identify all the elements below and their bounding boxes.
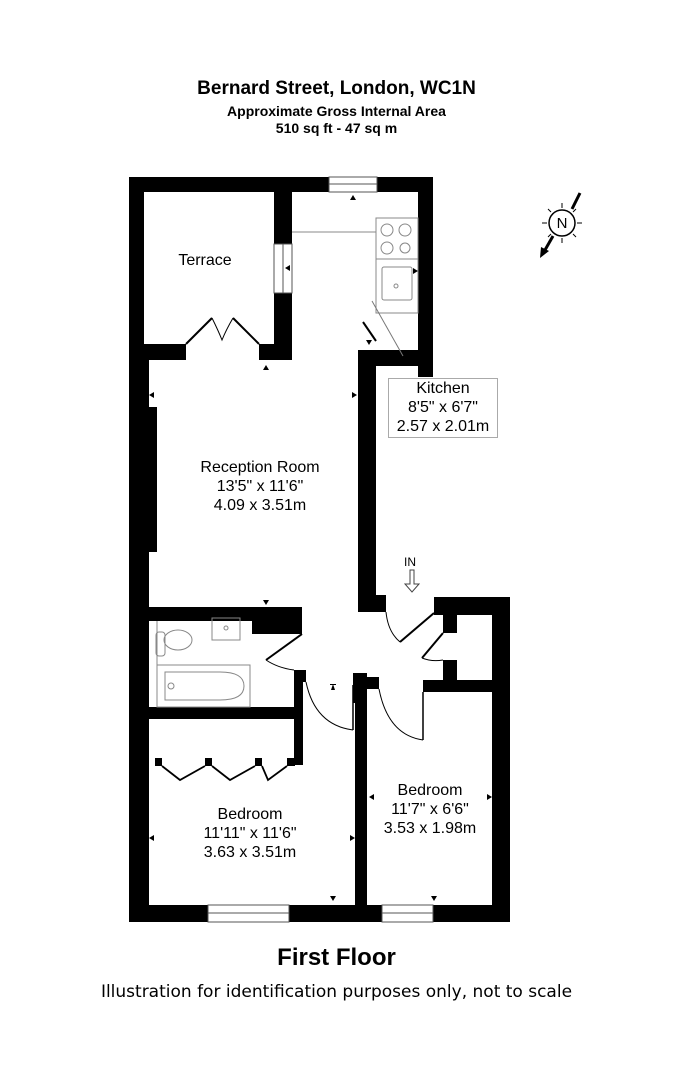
room-reception-name: Reception Room [200, 459, 320, 476]
compass-label: N [556, 215, 568, 232]
hall-doors [305, 611, 444, 741]
property-address: Bernard Street, London, WC1N [197, 78, 476, 99]
room-kitchen-label: Kitchen 8'5" x 6'7" 2.57 x 2.01m [388, 378, 498, 438]
dimension-markers [149, 195, 492, 901]
room-reception-metric: 4.09 x 3.51m [213, 497, 307, 514]
room-kitchen-metric: 2.57 x 2.01m [396, 418, 490, 435]
room-terrace-name: Terrace [178, 252, 232, 269]
room-kitchen-name: Kitchen [416, 380, 470, 397]
room-kitchen-imperial: 8'5" x 6'7" [408, 399, 478, 416]
room-bedroom2-metric: 3.53 x 1.98m [383, 820, 477, 837]
entrance-label: IN [404, 555, 416, 569]
room-reception-imperial: 13'5" x 11'6" [216, 478, 304, 495]
room-bedroom1-label: Bedroom 11'11" x 11'6" 3.63 x 3.51m [180, 805, 320, 862]
bathroom-fixtures [155, 617, 251, 708]
room-bedroom2-imperial: 11'7" x 6'6" [391, 801, 469, 818]
wardrobe-doors [161, 765, 288, 782]
area-caption: Approximate Gross Internal Area [227, 103, 446, 119]
room-bedroom1-imperial: 11'11" x 11'6" [203, 825, 297, 842]
walls [129, 177, 510, 922]
terrace-doors [185, 317, 260, 345]
floor-label: First Floor [277, 944, 396, 971]
bathroom-door [265, 633, 303, 671]
entrance-arrow-icon [403, 569, 421, 593]
room-bedroom1-name: Bedroom [217, 806, 283, 823]
room-bedroom1-metric: 3.63 x 3.51m [203, 844, 297, 861]
disclaimer: Illustration for identification purposes… [100, 982, 573, 1002]
area-value: 510 sq ft - 47 sq m [275, 120, 398, 136]
kitchen-fixtures [292, 217, 419, 357]
kitchen-door [362, 321, 377, 342]
windows [207, 176, 434, 923]
room-bedroom2-name: Bedroom [397, 782, 463, 799]
room-reception-label: Reception Room 13'5" x 11'6" 4.09 x 3.51… [170, 458, 350, 515]
compass-icon [540, 192, 582, 258]
room-bedroom2-label: Bedroom 11'7" x 6'6" 3.53 x 1.98m [375, 781, 485, 838]
